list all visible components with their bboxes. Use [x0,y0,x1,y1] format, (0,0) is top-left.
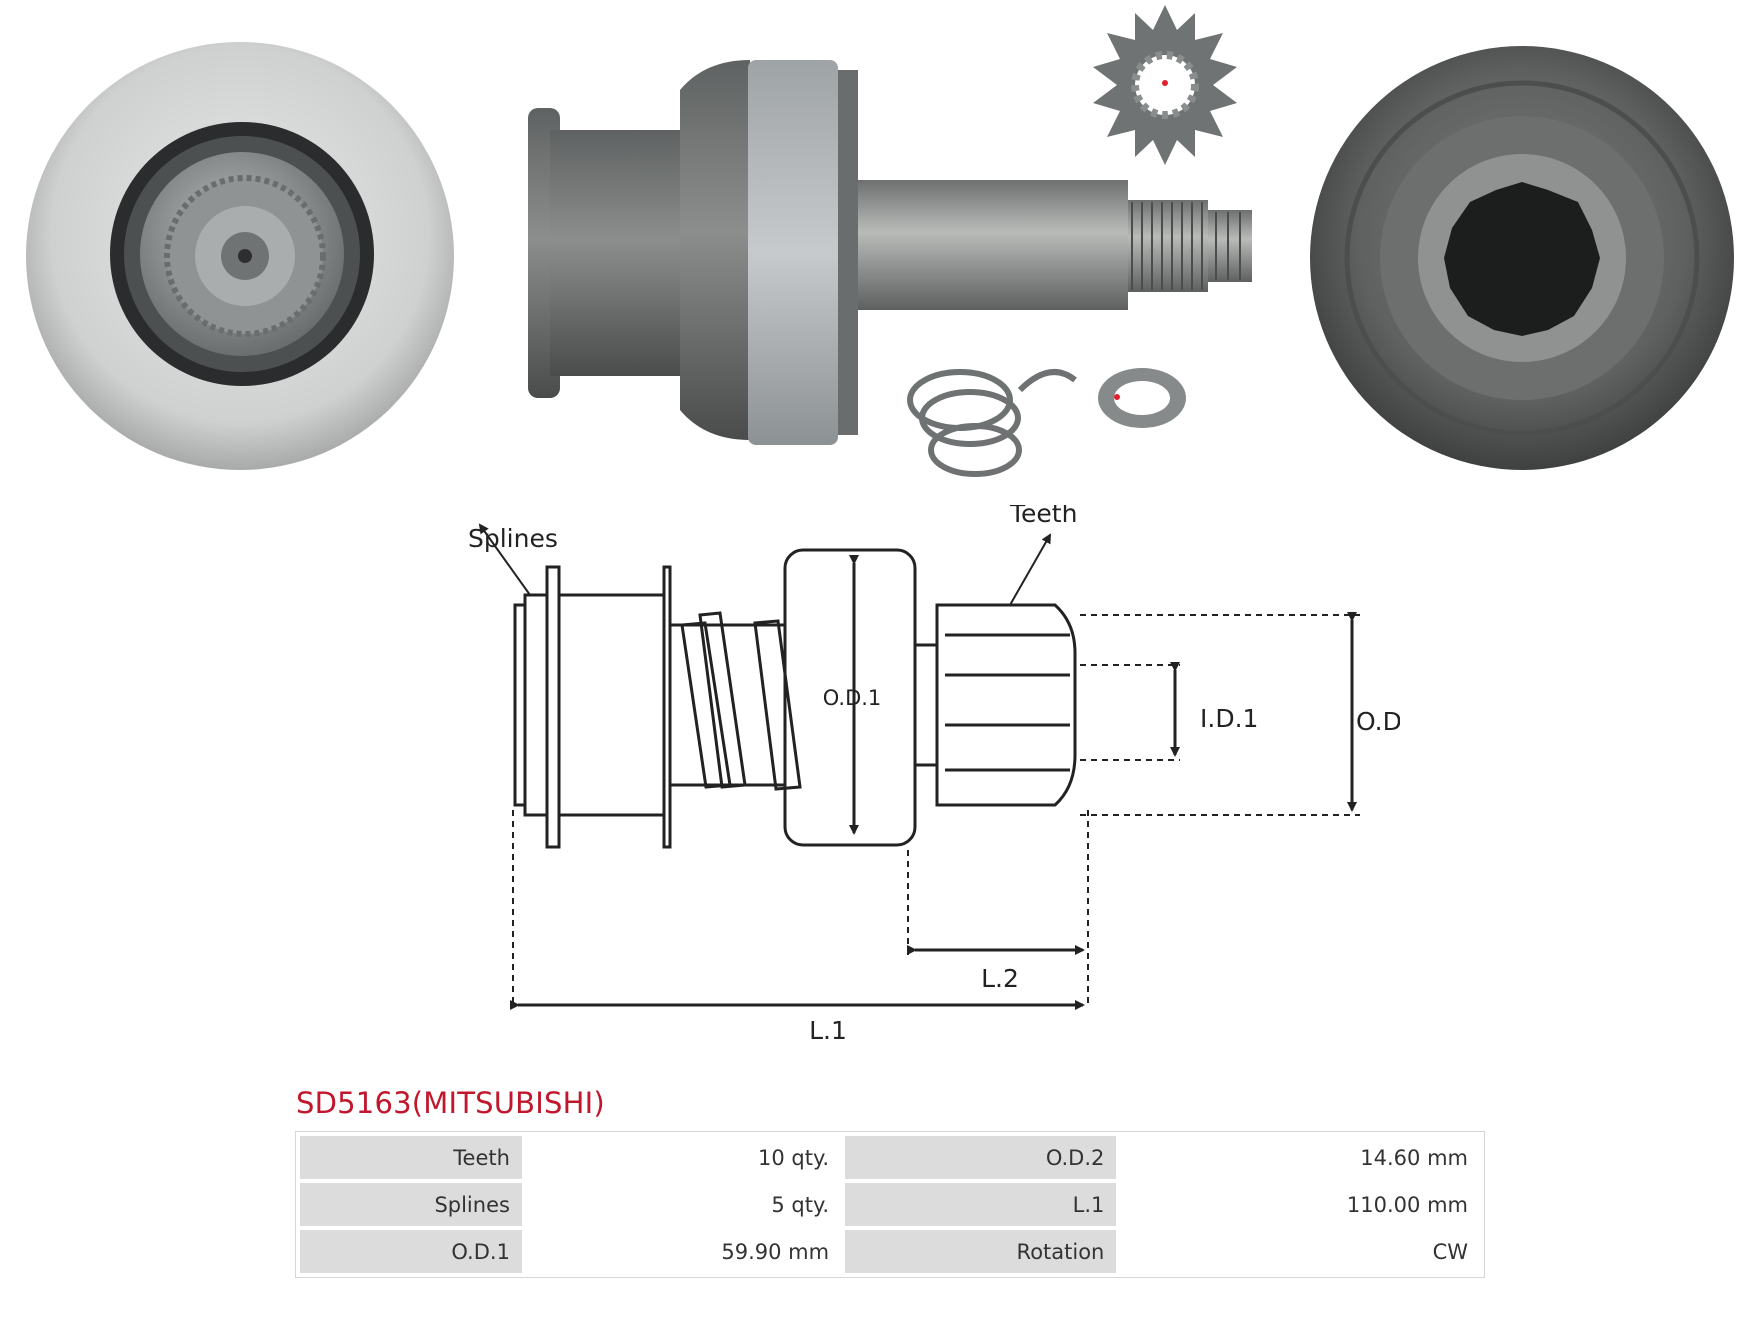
spec-value: 110.00 mm [1120,1183,1480,1226]
dimension-diagram: O.D.1 Splines Teeth I.D.1 O.D.2 L.2 L.1 [468,505,1400,1045]
spec-value: 14.60 mm [1120,1136,1480,1179]
spec-label: O.D.1 [300,1230,522,1273]
spec-value: CW [1120,1230,1480,1273]
spec-value: 10 qty. [525,1136,842,1179]
spec-value: 5 qty. [525,1183,842,1226]
l2-label: L.2 [981,964,1019,993]
rear-view-photo [1310,46,1734,470]
id1-label: I.D.1 [1200,704,1258,733]
spec-table: Teeth 10 qty. O.D.2 14.60 mm Splines 5 q… [295,1131,1485,1278]
spec-label: Splines [300,1183,522,1226]
spec-value: 59.90 mm [525,1230,842,1273]
spec-label: Teeth [300,1136,522,1179]
side-view-photo [528,60,1252,445]
od2-label: O.D.2 [1356,707,1400,736]
rings-and-spring-photo [907,368,1186,477]
teeth-label: Teeth [1009,505,1077,528]
table-row: Splines 5 qty. L.1 110.00 mm [300,1183,1480,1226]
od1-label: O.D.1 [823,686,882,710]
spec-label: O.D.2 [845,1136,1117,1179]
front-view-photo [26,42,454,470]
l1-label: L.1 [809,1016,847,1045]
table-row: O.D.1 59.90 mm Rotation CW [300,1230,1480,1273]
product-title: SD5163(MITSUBISHI) [296,1086,605,1120]
spec-label: L.1 [845,1183,1117,1226]
splines-label: Splines [468,524,558,553]
gear-detail-photo [1093,5,1237,165]
spec-label: Rotation [845,1230,1117,1273]
table-row: Teeth 10 qty. O.D.2 14.60 mm [300,1136,1480,1179]
